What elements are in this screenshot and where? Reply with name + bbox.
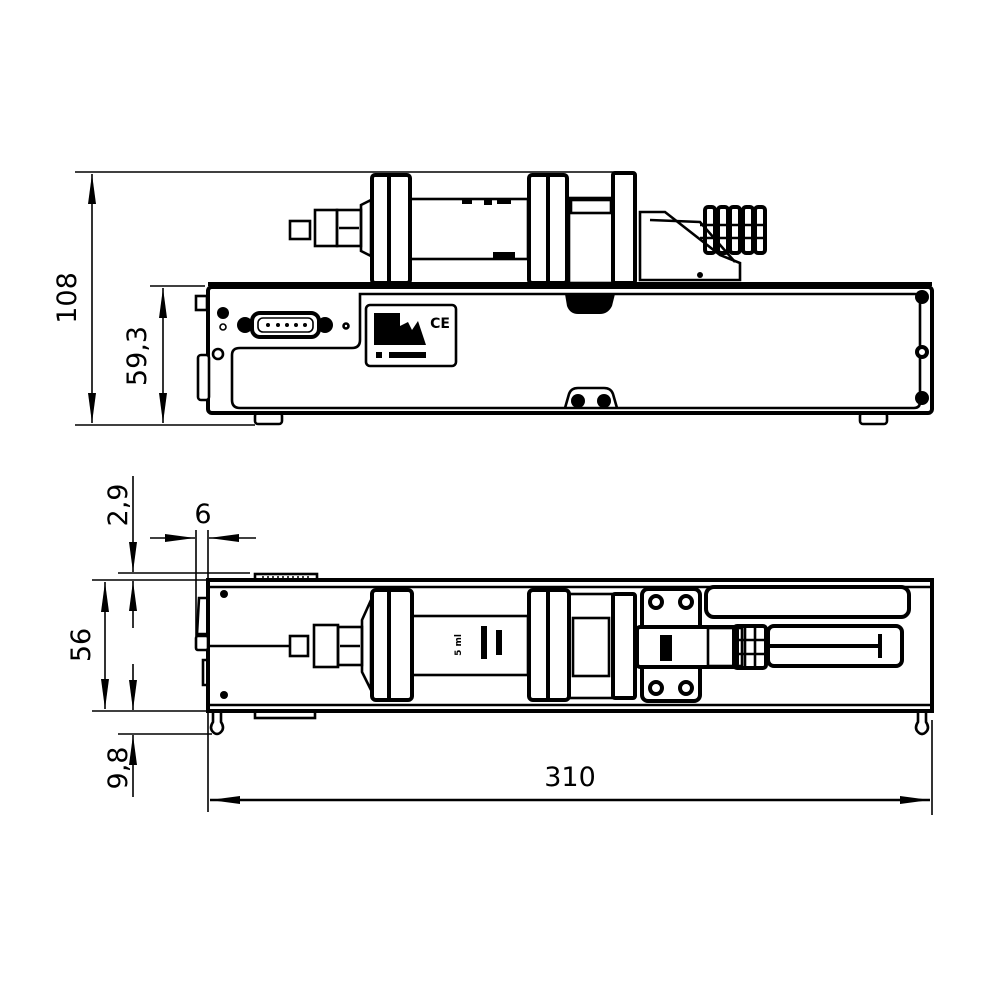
foot-right <box>858 411 889 426</box>
syringe-assembly-top: 5 ml <box>208 585 911 703</box>
dimension-label-6: 6 <box>194 499 211 530</box>
slot <box>704 585 911 619</box>
screw <box>648 680 664 696</box>
front-view: 108 59,3 CE <box>52 171 934 426</box>
screw <box>219 323 227 331</box>
screw <box>342 322 350 330</box>
foot-left <box>253 411 284 426</box>
side-clip <box>196 353 211 402</box>
screw <box>915 345 929 359</box>
screw <box>211 347 225 361</box>
hook-left <box>209 712 225 736</box>
screw <box>220 590 228 598</box>
screw <box>597 394 611 408</box>
screw <box>678 680 694 696</box>
label-plate: CE <box>364 303 458 368</box>
dimension-label-56: 56 <box>66 628 97 662</box>
dimension-label-59-3: 59,3 <box>122 326 153 386</box>
screw <box>915 391 929 405</box>
ce-mark: CE <box>430 316 450 332</box>
screw <box>648 594 664 610</box>
upper-screw-boss <box>565 294 615 314</box>
serial-connector <box>237 311 333 339</box>
dimension-label-108: 108 <box>52 272 83 324</box>
screw <box>220 691 228 699</box>
dimension-label-2-9: 2,9 <box>103 484 134 527</box>
syringe-volume-label: 5 ml <box>454 634 464 656</box>
pump-housing <box>206 285 934 415</box>
screw <box>571 394 585 408</box>
lower-screw-boss <box>563 386 619 409</box>
bottom-vent <box>253 709 317 720</box>
screw <box>678 594 694 610</box>
dimension-label-9-8: 9,8 <box>103 747 134 790</box>
screw <box>915 290 929 304</box>
syringe-barrel <box>410 614 530 677</box>
hook-right <box>914 712 930 736</box>
top-view: 2,9 6 56 9,8 310 <box>66 476 934 815</box>
side-tab <box>194 294 209 312</box>
dimension-label-310: 310 <box>544 762 596 793</box>
syringe-assembly-front <box>208 171 932 286</box>
side-clip <box>195 596 208 636</box>
screw <box>217 307 229 319</box>
top-vent <box>253 572 319 582</box>
